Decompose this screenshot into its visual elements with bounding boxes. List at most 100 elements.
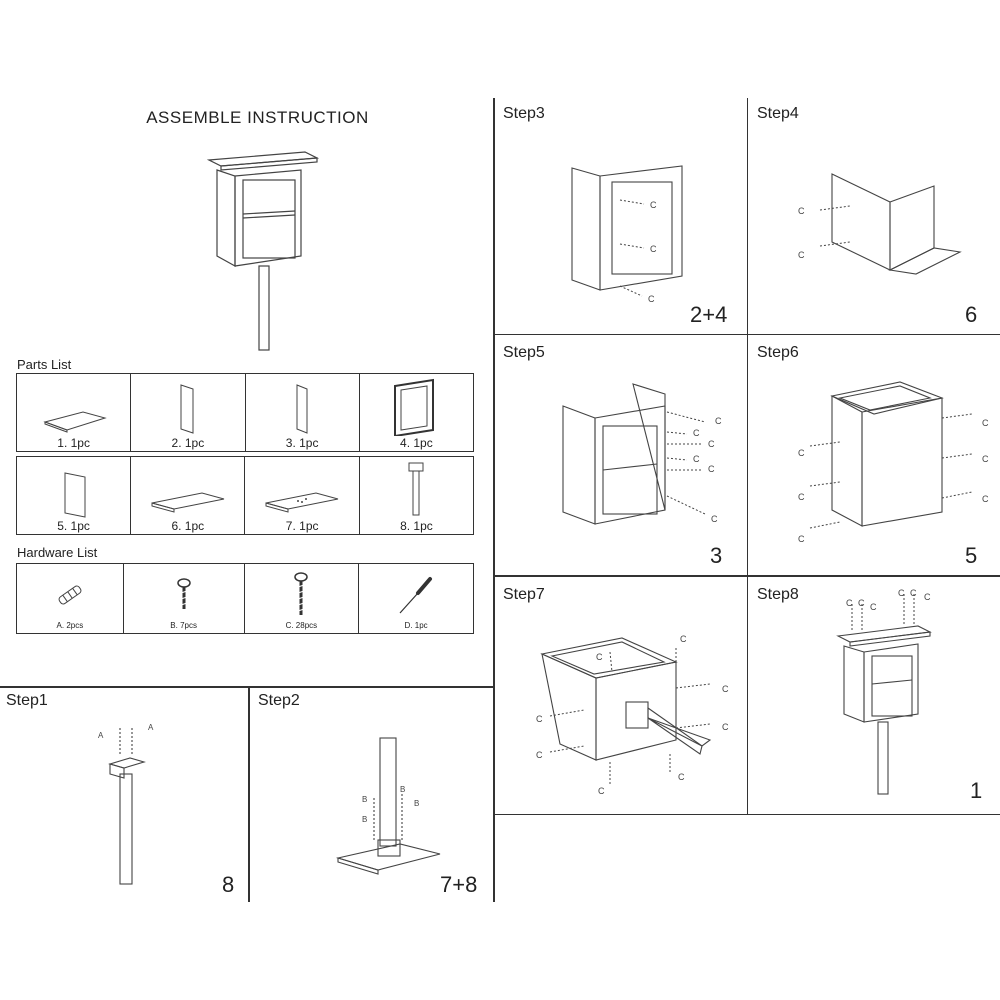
step1-parts: 8 <box>222 872 235 897</box>
hardware-letter: C <box>708 439 715 449</box>
hardware-list-table: A. 2pcs B. 7pcs C. 28pcs D. 1pc <box>16 563 474 634</box>
hardware-letter: C <box>650 244 657 254</box>
hardware-letter: B <box>400 785 405 794</box>
hardware-label: B. 7pcs <box>170 621 197 630</box>
parts-list-heading: Parts List <box>17 357 72 372</box>
step3-parts: 2+4 <box>690 302 728 327</box>
side-panel-icon <box>180 384 194 434</box>
hardware-letter: C <box>708 464 715 474</box>
hardware-letter: C <box>693 454 700 464</box>
part-cell: 2. 1pc <box>130 373 246 452</box>
step4-parts: 6 <box>965 302 978 327</box>
hardware-label: A. 2pcs <box>56 621 84 630</box>
long-screw-icon <box>294 572 309 615</box>
hardware-label: D. 1pc <box>404 621 428 630</box>
top-panel-icon <box>42 411 107 433</box>
step4-label: Step4 <box>757 105 799 122</box>
step6-label: Step6 <box>757 344 799 361</box>
hardware-letter: C <box>693 428 700 438</box>
part-label: 1. 1pc <box>57 436 90 450</box>
part-label: 3. 1pc <box>285 436 319 450</box>
part-label: 7. 1pc <box>285 519 319 533</box>
hardware-letter: C <box>982 454 989 464</box>
hardware-letter: C <box>924 592 931 602</box>
screwdriver-icon <box>399 577 433 614</box>
hardware-letter: C <box>536 714 543 724</box>
step1-label: Step1 <box>6 692 48 709</box>
step5-illustration: C C C C C C <box>562 383 722 525</box>
back-panel-icon <box>64 472 86 518</box>
hardware-letter: C <box>798 206 805 216</box>
step8-parts: 1 <box>970 778 983 803</box>
hardware-letter: C <box>798 448 805 458</box>
hardware-letter: C <box>982 418 989 428</box>
hardware-letter: C <box>858 598 865 608</box>
part-label: 4. 1pc <box>400 436 433 450</box>
hardware-cell: C. 28pcs <box>243 563 360 634</box>
step8-label: Step8 <box>757 586 799 603</box>
step6-parts: 5 <box>965 543 978 568</box>
divider <box>494 814 1000 815</box>
part-label: 5. 1pc <box>57 519 90 533</box>
hardware-letter: A <box>148 723 154 732</box>
divider <box>494 575 1000 577</box>
hardware-letter: C <box>722 722 729 732</box>
step7-label: Step7 <box>503 586 545 603</box>
hardware-letter: A <box>98 731 104 740</box>
hardware-letter: C <box>722 684 729 694</box>
step2-illustration: B B B B <box>335 737 441 875</box>
parts-list-table: 1. 1pc 2. 1pc 3. 1pc 4. 1pc <box>15 373 475 452</box>
hardware-letter: C <box>798 250 805 260</box>
parts-list-table-row2: 5. 1pc 6. 1pc 7. 1pc 8. 1pc <box>15 456 475 535</box>
divider <box>248 686 250 902</box>
hardware-letter: C <box>898 588 905 598</box>
hardware-letter: C <box>596 652 603 662</box>
hardware-letter: C <box>536 750 543 760</box>
part-cell: 3. 1pc <box>244 373 360 452</box>
hardware-letter: C <box>870 602 877 612</box>
shelf-panel-icon <box>151 492 224 513</box>
base-panel-icon <box>265 492 339 513</box>
hardware-cell: B. 7pcs <box>122 563 245 634</box>
side-panel-icon <box>296 384 308 434</box>
hardware-letter: C <box>680 634 687 644</box>
step5-label: Step5 <box>503 344 545 361</box>
part-cell: 4. 1pc <box>358 373 475 452</box>
hardware-letter: C <box>715 416 722 426</box>
part-cell: 8. 1pc <box>358 456 475 535</box>
hardware-letter: C <box>650 200 657 210</box>
divider <box>747 98 748 814</box>
part-cell: 1. 1pc <box>15 373 132 452</box>
hardware-letter: C <box>982 494 989 504</box>
divider <box>493 98 495 902</box>
divider <box>0 686 494 688</box>
hardware-letter: C <box>798 492 805 502</box>
step1-illustration: A A <box>98 723 154 885</box>
part-label: 6. 1pc <box>171 519 205 533</box>
hardware-letter: C <box>598 786 605 796</box>
step3-illustration: C C C <box>571 165 683 304</box>
hardware-letter: B <box>362 795 367 804</box>
part-cell: 5. 1pc <box>15 456 132 535</box>
hardware-letter: C <box>678 772 685 782</box>
assembled-cabinet-illustration <box>206 151 320 351</box>
hardware-letter: B <box>362 815 367 824</box>
step7-illustration: C C C C C C C C <box>536 634 729 796</box>
step6-illustration: C C C C C C <box>798 381 989 544</box>
part-cell: 7. 1pc <box>244 456 360 535</box>
hardware-letter: C <box>910 588 917 598</box>
hardware-letter: C <box>846 598 853 608</box>
step8-illustration: C C C C C C <box>836 588 932 795</box>
glass-door-icon <box>394 378 435 436</box>
dowel-icon <box>58 585 82 605</box>
part-label: 2. 1pc <box>171 436 205 450</box>
hardware-letter: B <box>414 799 419 808</box>
hardware-letter: C <box>798 534 805 544</box>
hardware-cell: D. 1pc <box>358 563 474 634</box>
step2-parts: 7+8 <box>440 872 478 897</box>
part-cell: 6. 1pc <box>130 456 246 535</box>
post-icon <box>408 462 424 516</box>
step2-label: Step2 <box>258 692 300 709</box>
short-screw-icon <box>176 578 191 609</box>
step5-parts: 3 <box>710 543 723 568</box>
